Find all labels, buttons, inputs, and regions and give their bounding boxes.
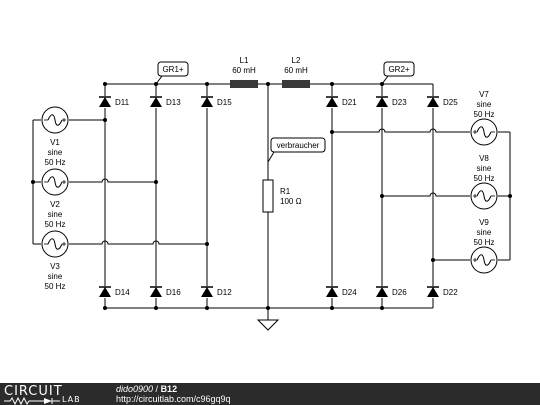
circuit-url[interactable]: http://circuitlab.com/c96gq9q xyxy=(116,394,231,404)
R1-name: R1 xyxy=(280,187,291,196)
source-V3 xyxy=(41,230,69,258)
circuit-name[interactable]: B12 xyxy=(160,384,178,394)
net-label-gr2: GR2+ xyxy=(381,61,415,85)
svg-text:sine: sine xyxy=(477,164,492,173)
D12-label: D12 xyxy=(217,288,232,297)
svg-text:V3: V3 xyxy=(50,262,60,271)
D11-label: D11 xyxy=(115,98,130,107)
svg-text:verbraucher: verbraucher xyxy=(277,141,320,150)
svg-text:V9: V9 xyxy=(479,218,489,227)
svg-text:50 Hz: 50 Hz xyxy=(45,158,66,167)
voltage-sources xyxy=(41,106,498,274)
diode-D11: D11 xyxy=(98,96,130,108)
svg-text:50 Hz: 50 Hz xyxy=(474,238,495,247)
footer-author-line: dido0900 / B12 xyxy=(116,384,177,394)
svg-text:sine: sine xyxy=(48,272,63,281)
diode-D12: D12 xyxy=(200,286,232,298)
D13-label: D13 xyxy=(166,98,181,107)
svg-text:V7: V7 xyxy=(479,90,489,99)
svg-text:50 Hz: 50 Hz xyxy=(474,174,495,183)
diode-D15: D15 xyxy=(200,96,232,108)
svg-text:50 Hz: 50 Hz xyxy=(474,110,495,119)
author-link[interactable]: dido0900 xyxy=(116,384,154,394)
D23-label: D23 xyxy=(392,98,407,107)
diode-D16: D16 xyxy=(149,286,181,298)
diode-D24: D24 xyxy=(325,286,357,298)
source-V2 xyxy=(41,168,69,196)
logo-resistor-diode-icon xyxy=(4,397,60,405)
diode-D14: D14 xyxy=(98,286,130,298)
R1-value: 100 Ω xyxy=(280,197,302,206)
L2-name: L2 xyxy=(292,56,301,65)
V2-label: V2 sine 50 Hz xyxy=(45,200,66,229)
net-label-gr1: GR1+ xyxy=(155,61,189,85)
diode-D21: D21 xyxy=(325,96,357,108)
inductor-L1 xyxy=(230,80,258,88)
svg-text:sine: sine xyxy=(477,100,492,109)
svg-text:50 Hz: 50 Hz xyxy=(45,282,66,291)
svg-text:V1: V1 xyxy=(50,138,60,147)
source-V8 xyxy=(470,182,498,210)
source-V9 xyxy=(470,246,498,274)
separator: / xyxy=(153,384,161,394)
diode-D23: D23 xyxy=(375,96,407,108)
V8-label: V8 sine 50 Hz xyxy=(474,154,495,183)
L1-value: 60 mH xyxy=(232,66,256,75)
svg-text:GR1+: GR1+ xyxy=(162,65,183,74)
svg-text:V2: V2 xyxy=(50,200,60,209)
L2-value: 60 mH xyxy=(284,66,308,75)
L1-name: L1 xyxy=(240,56,249,65)
V7-label: V7 sine 50 Hz xyxy=(474,90,495,119)
V1-label: V1 sine 50 Hz xyxy=(45,138,66,167)
diode-D13: D13 xyxy=(149,96,181,108)
source-V7 xyxy=(470,118,498,146)
inductor-L2 xyxy=(282,80,310,88)
D26-label: D26 xyxy=(392,288,407,297)
D14-label: D14 xyxy=(115,288,130,297)
D25-label: D25 xyxy=(443,98,458,107)
diode-D26: D26 xyxy=(375,286,407,298)
source-V1 xyxy=(41,106,69,134)
circuitlab-logo[interactable]: CIRCUIT xyxy=(4,384,63,399)
footer-bar: CIRCUIT LAB dido0900 / B12 http://circui… xyxy=(0,383,540,405)
svg-text:GR2+: GR2+ xyxy=(388,65,409,74)
svg-text:50 Hz: 50 Hz xyxy=(45,220,66,229)
diode-D22: D22 xyxy=(426,286,458,298)
D16-label: D16 xyxy=(166,288,181,297)
ground-icon xyxy=(256,319,280,331)
svg-text:V8: V8 xyxy=(479,154,489,163)
svg-text:sine: sine xyxy=(48,148,63,157)
D21-label: D21 xyxy=(342,98,357,107)
net-label-verbraucher: verbraucher xyxy=(267,137,326,163)
svg-text:sine: sine xyxy=(48,210,63,219)
D15-label: D15 xyxy=(217,98,232,107)
svg-text:sine: sine xyxy=(477,228,492,237)
D22-label: D22 xyxy=(443,288,458,297)
diode-D25: D25 xyxy=(426,96,458,108)
V9-label: V9 sine 50 Hz xyxy=(474,218,495,247)
resistor-R1 xyxy=(262,179,274,213)
V3-label: V3 sine 50 Hz xyxy=(45,262,66,291)
D24-label: D24 xyxy=(342,288,357,297)
logo-lab-text: LAB xyxy=(62,395,81,404)
